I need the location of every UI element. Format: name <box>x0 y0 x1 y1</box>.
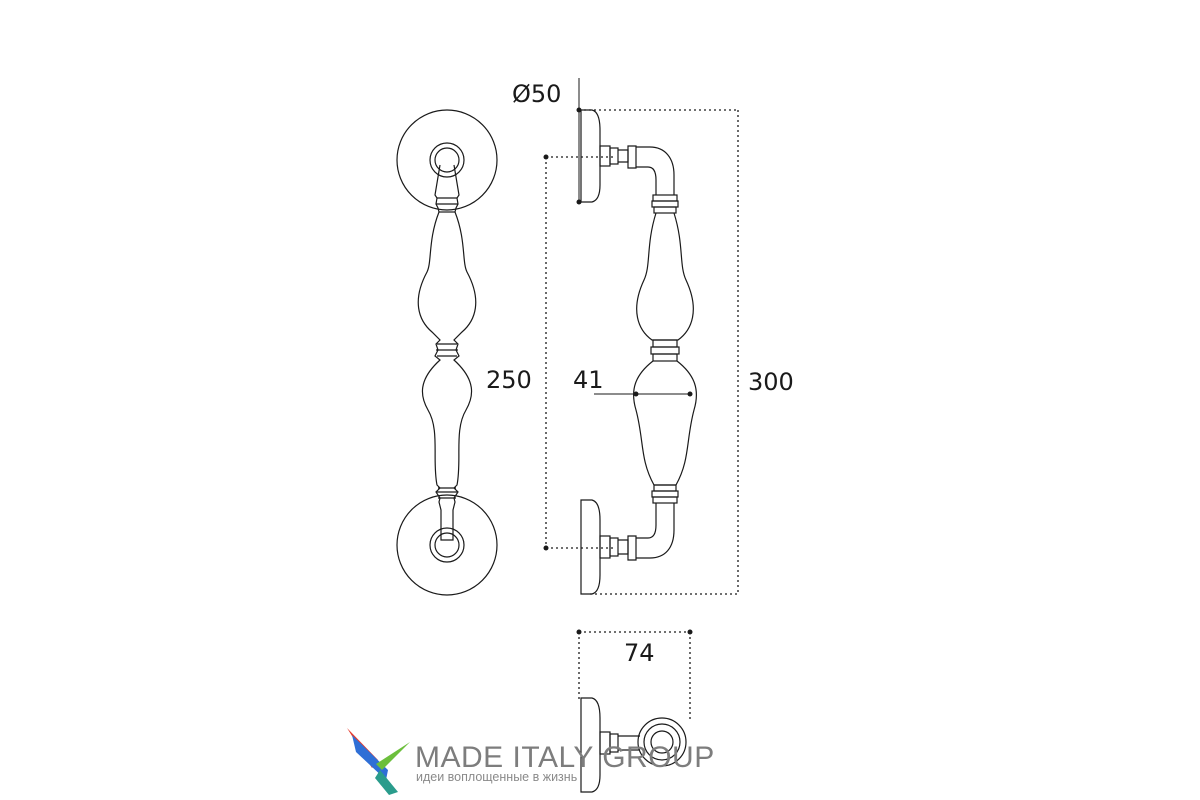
grip-middle-collar <box>650 339 680 362</box>
diameter-label: Ø50 <box>512 80 561 108</box>
logo-title: MADE ITALY GROUP <box>415 741 715 774</box>
brand-logo: MADE ITALY GROUP идеи воплощенные в жизн… <box>347 728 715 795</box>
top-elbow <box>599 145 679 214</box>
overall-length-label: 300 <box>748 368 794 396</box>
grip-width-label: 41 <box>573 366 604 394</box>
top-rosette <box>396 109 498 211</box>
logo-tagline: идеи воплощенные в жизнь <box>416 770 577 784</box>
bottom-rosette <box>396 494 498 596</box>
dimension-dots <box>543 107 693 635</box>
bottom-view <box>580 697 687 793</box>
mount-spacing-label: 250 <box>486 366 532 394</box>
bottom-elbow <box>599 484 679 561</box>
logo-mark-icon <box>347 728 410 795</box>
bottom-base-plate <box>580 499 601 595</box>
top-base-plate <box>580 109 601 203</box>
side-view <box>580 109 698 595</box>
bottom-view-plate <box>580 697 601 793</box>
grip-width-dimension <box>594 391 693 397</box>
front-view <box>396 109 498 596</box>
grip-lower-bulb <box>632 360 698 486</box>
grip-upper-bulb <box>636 212 694 341</box>
dimension-lines <box>545 78 739 720</box>
front-handle-body <box>417 164 477 541</box>
projection-label: 74 <box>624 639 655 667</box>
